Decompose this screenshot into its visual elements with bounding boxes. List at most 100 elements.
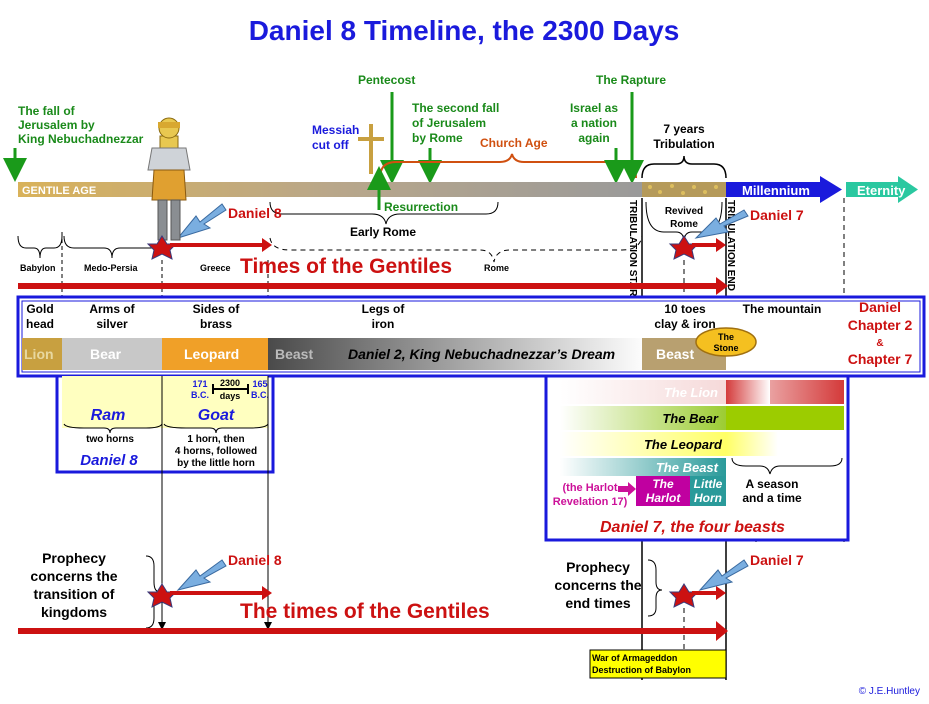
statue-figure <box>147 117 191 241</box>
svg-text:head: head <box>26 317 54 331</box>
tribulation-label: 7 years Tribulation <box>653 122 714 151</box>
svg-text:brass: brass <box>200 317 232 331</box>
daniel7-red-arrow-top <box>692 238 726 252</box>
tribulation-bar <box>642 182 726 197</box>
band-beast: Beast <box>275 346 313 362</box>
svg-text:The fall of: The fall of <box>18 104 76 118</box>
svg-text:concerns the: concerns the <box>554 577 641 593</box>
eternity-label: Eternity <box>857 183 906 198</box>
band-leopard: Leopard <box>184 346 239 362</box>
early-rome-brace <box>269 201 499 225</box>
daniel8-days: 2300 days <box>220 378 241 401</box>
svg-text:Israel as: Israel as <box>570 101 618 115</box>
d7-beast: The Beast <box>656 460 719 475</box>
daniel8-years: 171 B.C. 165 B.C. <box>191 379 269 400</box>
svg-text:Sides of: Sides of <box>193 302 241 316</box>
svg-text:by Rome: by Rome <box>412 131 463 145</box>
millennium-arrow <box>726 176 842 203</box>
svg-text:days: days <box>220 391 241 401</box>
svg-text:1 horn, then: 1 horn, then <box>187 434 244 445</box>
beast-band <box>268 338 648 370</box>
d7-bear: The Bear <box>662 411 719 426</box>
svg-text:iron: iron <box>372 317 395 331</box>
tribulation-texture <box>648 184 718 195</box>
bear-band <box>62 338 162 370</box>
church-age-label: Church Age <box>480 136 548 150</box>
daniel7-bottom-label: Daniel 7 <box>750 552 804 568</box>
daniel8-red-arrow-top <box>170 238 272 252</box>
pentecost-label: Pentecost <box>358 73 415 87</box>
svg-text:Horn: Horn <box>694 491 722 505</box>
prophecy-left: Prophecy concerns the transition of king… <box>30 550 117 620</box>
svg-text:Arms of: Arms of <box>89 302 135 316</box>
kingdom-babylon: Babylon <box>20 263 56 273</box>
eternity-arrow <box>846 176 918 203</box>
svg-text:and a time: and a time <box>742 491 802 505</box>
times-gentiles-bottom-label: The times of the Gentiles <box>240 600 490 623</box>
daniel8-pointer-icon <box>176 203 227 239</box>
armageddon-1: War of Armageddon <box>592 653 677 663</box>
daniel7-box-label: Daniel 7, the four beasts <box>600 519 785 536</box>
band-dream: Daniel 2, King Nebuchadnezzar’s Dream <box>348 346 615 362</box>
svg-text:7 years: 7 years <box>663 122 705 136</box>
fall-of-jerusalem-label: The fall of Jerusalem by King Nebuchadne… <box>18 104 144 146</box>
svg-text:kingdoms: kingdoms <box>41 604 107 620</box>
daniel8-bottom-label: Daniel 8 <box>228 552 282 568</box>
svg-text:2300: 2300 <box>220 378 240 388</box>
svg-text:&: & <box>876 338 883 349</box>
svg-text:Tribulation: Tribulation <box>653 137 714 151</box>
band-beast2: Beast <box>656 346 694 362</box>
svg-text:again: again <box>578 131 609 145</box>
svg-text:B.C.: B.C. <box>251 390 269 400</box>
svg-text:by the little horn: by the little horn <box>177 458 255 469</box>
svg-text:Prophecy: Prophecy <box>42 550 106 566</box>
ram-goat-braces <box>63 423 269 434</box>
stone-icon <box>695 327 757 357</box>
messiah-label: Messiah cut off <box>312 123 359 152</box>
kingdom-medo-persia: Medo-Persia <box>84 263 139 273</box>
goat-desc: 1 horn, then 4 horns, followed by the li… <box>175 434 257 469</box>
svg-text:Prophecy: Prophecy <box>566 559 630 575</box>
stone-label-1: The <box>718 332 734 342</box>
harlot-label: The Harlot <box>646 477 682 505</box>
svg-text:Messiah: Messiah <box>312 123 359 137</box>
svg-text:Revelation 17): Revelation 17) <box>553 496 628 508</box>
star-icon <box>668 583 700 608</box>
svg-text:Revived: Revived <box>665 206 703 217</box>
svg-text:165: 165 <box>252 379 267 389</box>
svg-text:clay & iron: clay & iron <box>654 317 715 331</box>
kingdom-greece: Greece <box>200 263 231 273</box>
early-rome-label: Early Rome <box>350 225 416 239</box>
rome-brace <box>269 235 643 263</box>
svg-text:transition of: transition of <box>34 586 115 602</box>
ram-label: Ram <box>91 407 126 424</box>
daniel8-box-label: Daniel 8 <box>80 452 138 469</box>
kingdom-rome: Rome <box>484 263 509 273</box>
svg-text:silver: silver <box>96 317 128 331</box>
goat-label: Goat <box>198 407 235 424</box>
armageddon-2: Destruction of Babylon <box>592 665 691 675</box>
rapture-label: The Rapture <box>596 73 666 87</box>
times-gentiles-bottom-arrow <box>18 621 728 641</box>
gentile-age-bar <box>18 182 642 197</box>
daniel7-red-arrow-bottom <box>692 586 726 600</box>
d7-lion: The Lion <box>664 385 718 400</box>
revived-rome-label: Revived Rome <box>665 206 703 230</box>
trib-start-label: TRIBULATION START <box>627 200 638 302</box>
svg-text:A season: A season <box>746 477 799 491</box>
svg-text:Chapter 7: Chapter 7 <box>848 351 913 367</box>
trib-end-label: TRIBULATION END <box>725 200 736 291</box>
second-fall-label: The second fall of Jerusalem by Rome <box>412 101 499 145</box>
svg-text:Gold: Gold <box>26 302 53 316</box>
svg-text:King Nebuchadnezzar: King Nebuchadnezzar <box>18 132 144 146</box>
daniel-chapter-label: Daniel Chapter 2 & Chapter 7 <box>848 299 913 367</box>
daniel7-pointer-icon-bottom <box>698 559 749 591</box>
church-age-brace <box>379 153 637 179</box>
copyright: © J.E.Huntley <box>859 686 920 697</box>
prophecy-right: Prophecy concerns the end times <box>554 559 641 611</box>
times-gentiles-top-label: Times of the Gentiles <box>240 255 452 278</box>
daniel8-pointer-icon-bottom <box>176 559 227 591</box>
leopard-band <box>162 338 268 370</box>
svg-text:Chapter 2: Chapter 2 <box>848 317 913 333</box>
